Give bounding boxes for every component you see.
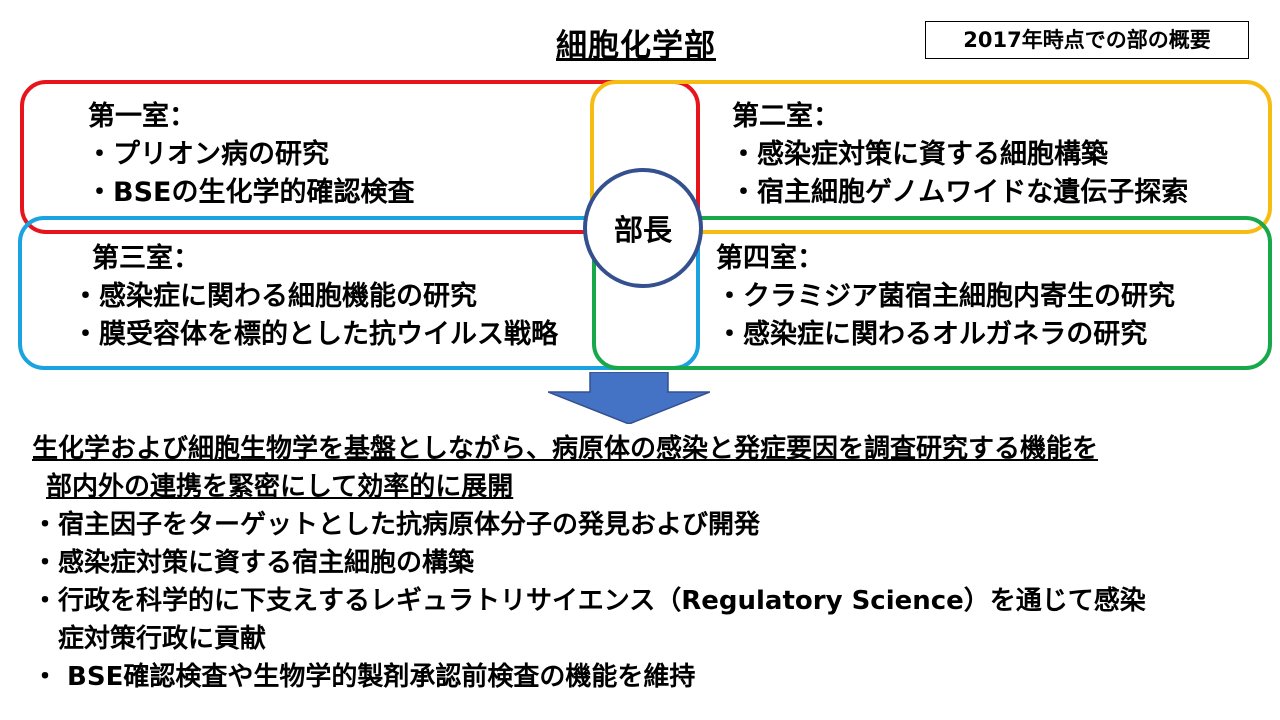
lab4-box (592, 216, 1272, 370)
lab1-item: ・BSEの生化学的確認検査 (86, 177, 415, 208)
lab2-item: ・感染症対策に資する細胞構築 (730, 139, 1108, 170)
lab3-name: 第三室： (92, 243, 200, 274)
bullet-item: ・宿主因子をターゲットとした抗病原体分子の発見および開発 (32, 510, 761, 540)
lab2-box (590, 80, 1272, 234)
lab3-box (18, 216, 700, 370)
lab4-item: ・クラミジア菌宿主細胞内寄生の研究 (716, 281, 1175, 312)
lab4-item: ・感染症に関わるオルガネラの研究 (716, 319, 1148, 350)
bullet-item: ・ BSE確認検査や生物学的製剤承認前検査の機能を維持 (32, 662, 696, 692)
bullet-item: 症対策行政に貢献 (32, 624, 267, 654)
department-head-node: 部長 (583, 168, 703, 288)
lab2-name: 第二室： (732, 101, 840, 132)
down-arrow-icon (548, 372, 710, 424)
lab1-name: 第一室： (88, 101, 196, 132)
lab1-box (20, 80, 700, 234)
lab2-item: ・宿主細胞ゲノムワイドな遺伝子探索 (730, 177, 1189, 208)
date-note: 2017年時点での部の概要 (925, 21, 1249, 59)
bullet-item: ・行政を科学的に下支えするレギュラトリサイエンス（Regulatory Scie… (32, 586, 1146, 616)
lab1-item: ・プリオン病の研究 (86, 139, 329, 170)
lab3-item: ・感染症に関わる細胞機能の研究 (72, 281, 477, 312)
bullet-item: ・感染症対策に資する宿主細胞の構築 (32, 548, 475, 578)
summary-line: 部内外の連携を緊密にして効率的に展開 (46, 472, 514, 502)
summary-line: 生化学および細胞生物学を基盤としながら、病原体の感染と発症要因を調査研究する機能… (32, 434, 1099, 464)
lab3-item: ・膜受容体を標的とした抗ウイルス戦略 (72, 319, 558, 350)
lab4-name: 第四室： (716, 243, 824, 274)
page-title: 細胞化学部 (556, 28, 716, 64)
